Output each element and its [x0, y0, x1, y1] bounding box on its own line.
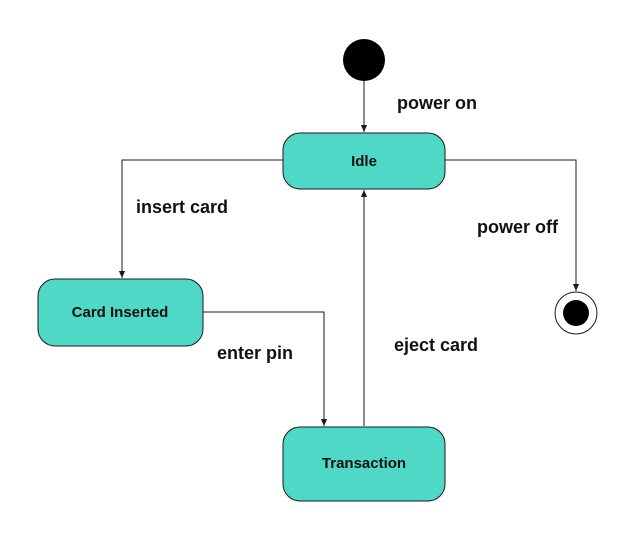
state-transaction-label: Transaction [322, 455, 406, 472]
label-power-on: power on [397, 93, 477, 113]
state-transaction: Transaction [282, 426, 446, 502]
final-state [554, 291, 598, 335]
label-power-off: power off [477, 217, 559, 237]
state-card-inserted-box [37, 278, 204, 347]
state-idle-box [282, 132, 446, 190]
edge-power-off [445, 159, 580, 291]
edge-enter-pin [203, 311, 328, 426]
state-idle-label: Idle [351, 153, 377, 170]
state-idle: Idle [282, 132, 446, 190]
initial-state [343, 39, 385, 81]
label-insert-card: insert card [136, 197, 228, 217]
label-enter-pin: enter pin [217, 343, 293, 363]
state-card-inserted: Card Inserted [37, 278, 204, 347]
state-card-inserted-label: Card Inserted [72, 304, 169, 321]
final-state-dot [563, 300, 589, 326]
label-eject-card: eject card [394, 335, 478, 355]
edge-insert-card [118, 159, 283, 278]
state-transaction-box [282, 426, 446, 502]
